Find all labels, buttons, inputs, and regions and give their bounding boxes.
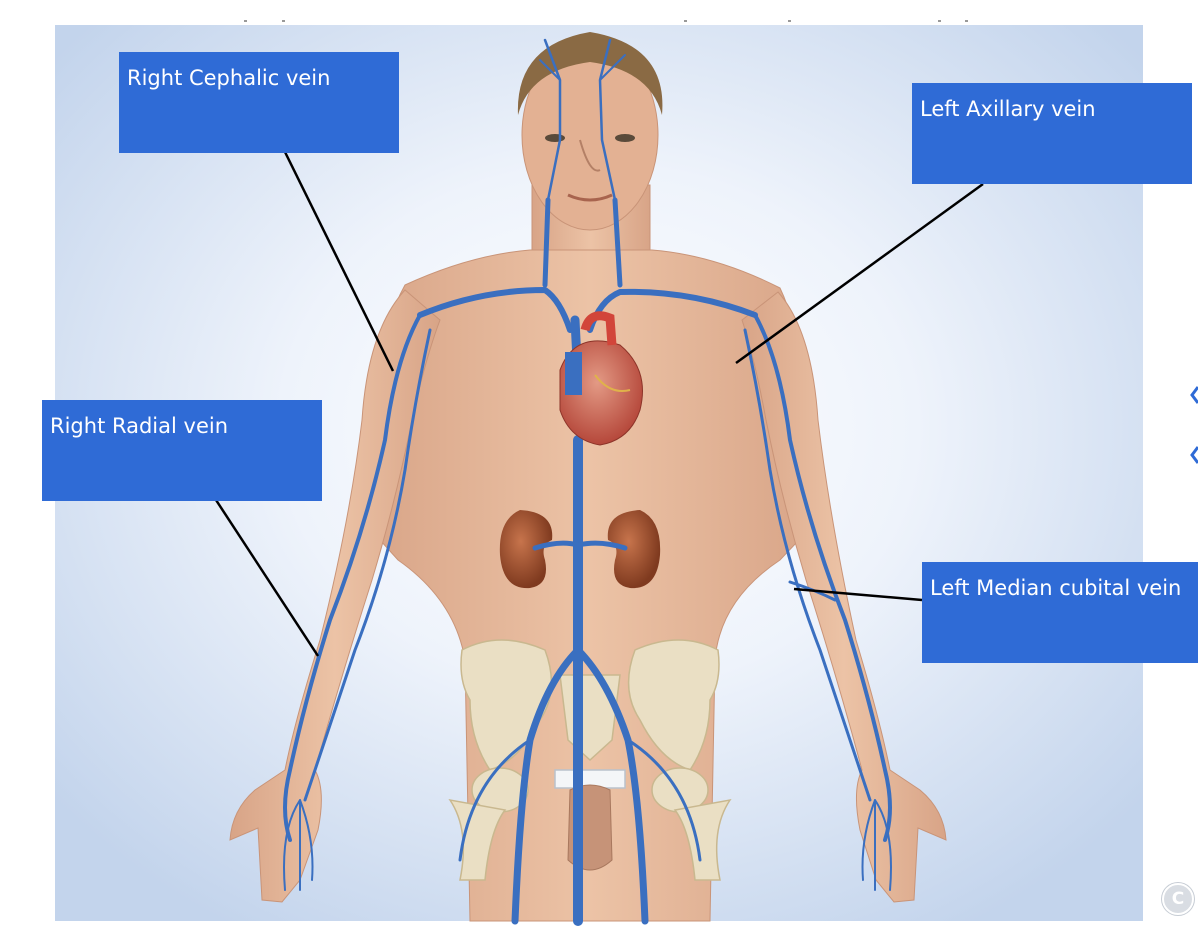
copyright-icon: C xyxy=(1162,883,1194,915)
kidneys xyxy=(499,510,661,589)
label-left-axillary-vein[interactable]: Left Axillary vein xyxy=(912,83,1192,184)
label-left-median-cubital-vein[interactable]: Left Median cubital vein xyxy=(922,562,1198,663)
pointer-lines xyxy=(214,151,984,657)
pointer-right-radial xyxy=(214,499,320,657)
label-right-radial-vein-text: Right Radial vein xyxy=(50,414,229,438)
label-left-median-cubital-vein-text: Left Median cubital vein xyxy=(930,576,1182,600)
heart xyxy=(559,311,643,446)
top-edge-marks xyxy=(244,20,968,22)
label-left-axillary-vein-text: Left Axillary vein xyxy=(920,97,1096,121)
pointer-right-cephalic xyxy=(283,151,395,372)
edge-chevrons xyxy=(1190,386,1198,464)
label-right-cephalic-vein-text: Right Cephalic vein xyxy=(127,66,331,90)
pointer-left-median-cubital xyxy=(793,587,923,602)
pointer-left-axillary xyxy=(735,182,984,365)
vein-network xyxy=(283,38,892,926)
label-right-radial-vein[interactable]: Right Radial vein xyxy=(42,400,322,501)
label-right-cephalic-vein[interactable]: Right Cephalic vein xyxy=(119,52,399,153)
